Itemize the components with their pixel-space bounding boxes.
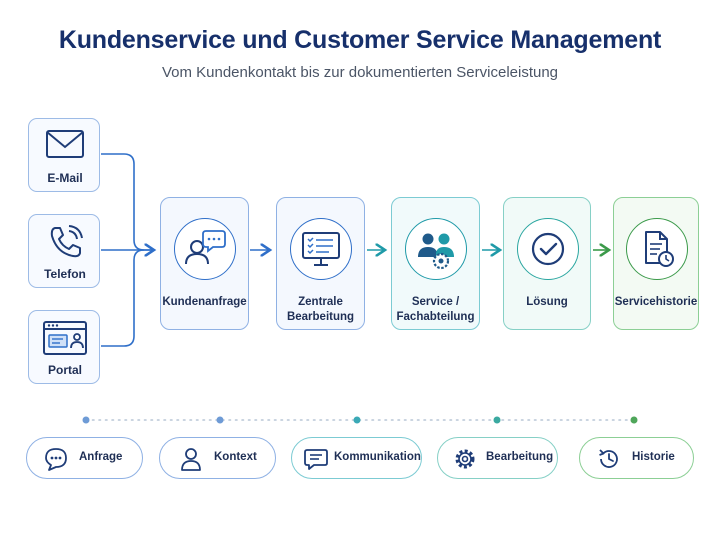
channel-label: Telefon [44, 267, 86, 281]
aspect-label: Kontext [214, 451, 257, 463]
aspect-label: Bearbeitung [486, 451, 554, 463]
channel-portal[interactable]: Portal [28, 310, 100, 384]
message-icon [304, 449, 328, 470]
step-service-fachabteilung[interactable]: Service / Fachabteilung [391, 197, 480, 330]
page-subtitle: Vom Kundenkontakt bis zur dokumentierten… [161, 64, 559, 81]
step-label: Zentrale Bearbeitung [277, 295, 364, 325]
step-label: Kundenanfrage [162, 296, 247, 308]
channel-label: E-Mail [47, 171, 83, 185]
person-icon [181, 448, 201, 471]
history-icon [599, 449, 618, 468]
aspect-anfrage[interactable]: Anfrage [26, 437, 143, 479]
envelope-icon [46, 130, 84, 158]
aspect-label: Historie [632, 451, 675, 463]
step-label: Service / Fachabteilung [392, 295, 479, 325]
channel-label: Portal [47, 363, 82, 377]
phone-icon [50, 225, 83, 258]
chat-bubble-icon [45, 448, 67, 471]
step-label: Lösung [526, 296, 568, 308]
channel-connectors [101, 153, 154, 347]
check-circle-icon [531, 232, 565, 266]
portal-window-icon [43, 321, 87, 355]
step-servicehistorie[interactable]: Servicehistorie [613, 197, 699, 330]
channel-phone[interactable]: Telefon [28, 214, 100, 288]
aspect-bearbeitung[interactable]: Bearbeitung [437, 437, 558, 479]
aspect-label: Anfrage [79, 451, 123, 463]
step-zentrale-bearbeitung[interactable]: Zentrale Bearbeitung [276, 197, 365, 330]
channel-email[interactable]: E-Mail [28, 118, 100, 192]
step-label-text: Zentrale Bearbeitung [286, 296, 355, 323]
step-label-text: Service / Fachabteilung [396, 296, 475, 323]
aspect-kommunikation[interactable]: Kommunikation [291, 437, 422, 479]
page-title: Kundenservice und Customer Service Manag… [58, 26, 662, 54]
aspect-historie[interactable]: Historie [579, 437, 694, 479]
team-gear-icon [418, 233, 454, 270]
step-label: Servicehistorie [614, 296, 698, 308]
aspect-kontext[interactable]: Kontext [159, 437, 276, 479]
step-loesung[interactable]: Lösung [503, 197, 591, 330]
aspect-label: Kommunikation [334, 451, 421, 463]
gear-icon [455, 449, 475, 469]
step-kundenanfrage[interactable]: Kundenanfrage [160, 197, 249, 330]
document-clock-icon [645, 231, 674, 267]
monitor-checklist-icon [302, 232, 340, 266]
chat-user-icon [185, 230, 226, 265]
